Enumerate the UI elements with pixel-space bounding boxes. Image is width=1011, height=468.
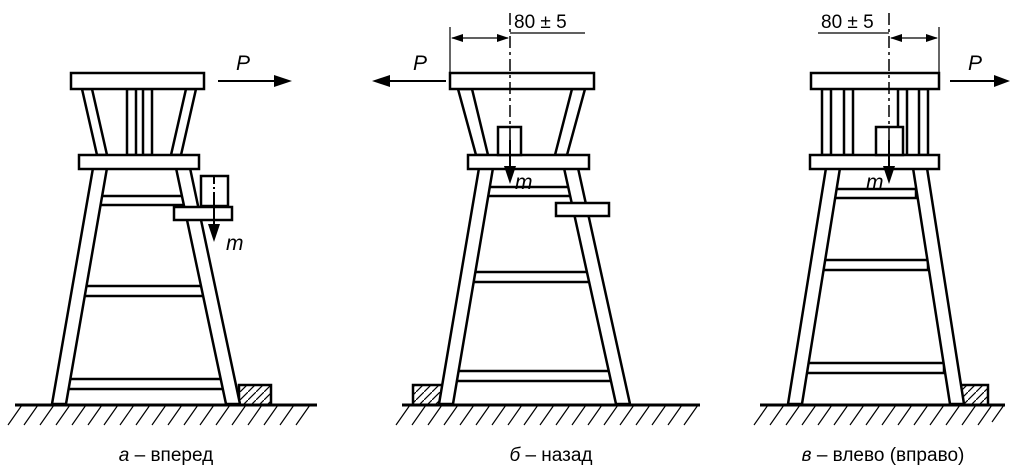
ground <box>395 403 700 426</box>
ground <box>7 403 317 426</box>
bar-low <box>804 361 946 375</box>
bar-low <box>62 377 232 391</box>
caption-a: а – вперед <box>119 445 213 466</box>
seat <box>466 153 591 171</box>
top-rail <box>448 71 596 91</box>
force-arrow-head <box>994 75 1010 87</box>
backrest-rail <box>820 87 833 157</box>
dimension-arrow <box>451 34 463 42</box>
mass-label: m <box>866 171 884 194</box>
mass-label: m <box>226 232 244 255</box>
ground <box>753 403 1005 426</box>
force-arrow-head <box>274 75 292 87</box>
force-label: P <box>968 52 982 75</box>
force-label: P <box>413 52 427 75</box>
stop-block <box>237 383 273 407</box>
top-rail <box>69 71 206 91</box>
backrest-rail <box>141 87 154 157</box>
dimension-label: 80 ± 5 <box>821 12 874 33</box>
mass-arrow-head <box>883 166 895 184</box>
bar-mid <box>78 284 208 298</box>
mass-arrow-head <box>504 166 516 184</box>
bar-mid <box>464 270 598 284</box>
dimension-label: 80 ± 5 <box>514 12 567 33</box>
seat <box>77 153 201 171</box>
panel-c <box>753 71 1005 426</box>
panel-a <box>7 71 317 426</box>
seat <box>808 153 941 171</box>
force-label: P <box>236 52 250 75</box>
top-rail <box>809 71 941 91</box>
backrest-rail <box>125 87 138 157</box>
mass-arrow-head <box>208 224 220 242</box>
backrest-right-post <box>553 87 587 157</box>
panel-b <box>395 71 700 426</box>
dimension-arrow <box>890 34 902 42</box>
bar-upper <box>94 194 194 207</box>
dimension-arrow <box>926 34 938 42</box>
caption-b: б – назад <box>509 445 592 466</box>
bar-mid <box>820 258 930 272</box>
backrest-rail <box>842 87 855 157</box>
dimension-arrow <box>497 34 509 42</box>
left-leg <box>437 166 495 406</box>
backrest-rail <box>917 87 930 157</box>
backrest-left-post <box>80 87 109 157</box>
bar-low <box>446 369 616 383</box>
step-platform <box>172 205 234 222</box>
backrest-left-post <box>456 87 490 157</box>
force-arrow-head <box>372 75 390 87</box>
step-platform <box>554 201 611 218</box>
caption-c: в – влево (вправо) <box>802 445 965 466</box>
mass-label: m <box>515 171 533 194</box>
backrest-right-post <box>169 87 198 157</box>
